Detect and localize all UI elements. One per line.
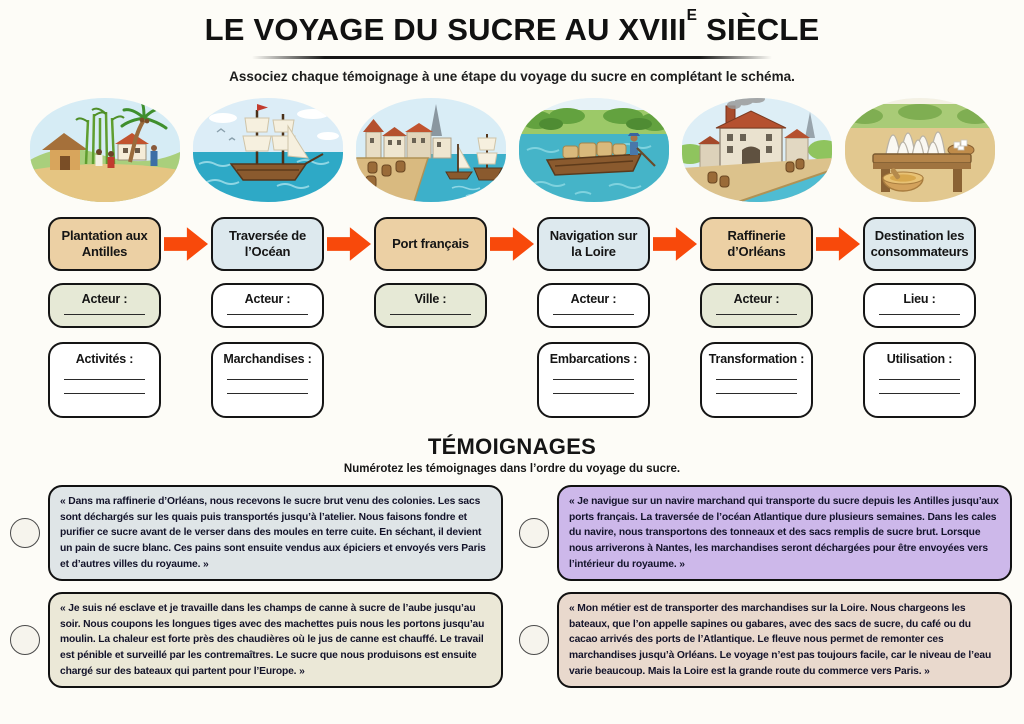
field-transformation-raffinerie[interactable]: Transformation : <box>700 342 813 418</box>
temoignage-text: « Dans ma raffinerie d’Orléans, nous rec… <box>60 496 486 570</box>
temoignage-card-raffineur: « Dans ma raffinerie d’Orléans, nous rec… <box>48 485 503 582</box>
stage-label: Traversée de l’Océan <box>228 227 307 259</box>
write-line[interactable] <box>553 393 634 394</box>
field-label: Transformation : <box>708 352 805 366</box>
temoignage-card-marin: « Je navigue sur un navire marchand qui … <box>557 485 1012 582</box>
stage-box-plantation: Plantation aux Antilles <box>48 217 161 271</box>
write-line[interactable] <box>64 379 145 380</box>
flow-arrow-icon <box>164 227 208 261</box>
field-marchandises-traversee[interactable]: Marchandises : <box>211 342 324 418</box>
answer-circle-4[interactable] <box>519 625 549 656</box>
french-port-illustration <box>355 98 506 202</box>
flow-arrow-icon <box>816 227 860 261</box>
write-line[interactable] <box>716 314 797 315</box>
stage-label: Port français <box>392 235 469 251</box>
write-line[interactable] <box>553 314 634 315</box>
temoignages-grid: « Dans ma raffinerie d’Orléans, nous rec… <box>0 485 1024 689</box>
ocean-ship-illustration <box>192 98 343 202</box>
stage-box-port: Port français <box>374 217 487 271</box>
stage-box-loire: Navigation sur la Loire <box>537 217 650 271</box>
stage-box-raffinerie: Raffinerie d’Orléans <box>700 217 813 271</box>
field-acteur-plantation[interactable]: Acteur : <box>48 283 161 328</box>
write-line[interactable] <box>64 393 145 394</box>
title-superscript: E <box>686 7 698 25</box>
sugar-loaves-illustration <box>844 98 995 202</box>
field-acteur-traversee[interactable]: Acteur : <box>211 283 324 328</box>
field-label: Ville : <box>414 292 447 306</box>
write-line[interactable] <box>64 314 145 315</box>
write-line[interactable] <box>879 393 960 394</box>
field-lieu-destination[interactable]: Lieu : <box>863 283 976 328</box>
write-line[interactable] <box>227 379 308 380</box>
temoignages-heading: TÉMOIGNAGES <box>427 434 597 459</box>
temoignage-text: « Je suis né esclave et je travaille dan… <box>60 603 485 677</box>
temoignage-item-4: « Mon métier est de transporter des marc… <box>519 592 1012 689</box>
write-line[interactable] <box>716 379 797 380</box>
stage-box-destination: Destination les consommateurs <box>863 217 976 271</box>
field-label: Acteur : <box>733 292 780 306</box>
temoignage-text: « Je navigue sur un navire marchand qui … <box>569 496 999 570</box>
field-acteur-raffinerie[interactable]: Acteur : <box>700 283 813 328</box>
temoignages-section: TÉMOIGNAGES Numérotez les témoignages da… <box>0 434 1024 689</box>
title-main: LE VOYAGE DU SUCRE AU XVIII <box>204 12 687 47</box>
answer-circle-2[interactable] <box>519 518 549 549</box>
temoignage-card-esclave: « Je suis né esclave et je travaille dan… <box>48 592 503 689</box>
field-activites-plantation[interactable]: Activités : <box>48 342 161 418</box>
temoignage-item-3: « Je suis né esclave et je travaille dan… <box>10 592 503 689</box>
fields-row-1: Acteur : Acteur : Ville : Acteur : Acteu… <box>0 283 1024 328</box>
write-line[interactable] <box>553 379 634 380</box>
loire-barge-illustration <box>518 98 669 202</box>
answer-circle-1[interactable] <box>10 518 40 549</box>
write-line[interactable] <box>716 393 797 394</box>
stage-label: Destination les consommateurs <box>870 227 969 259</box>
field-label: Acteur : <box>244 292 291 306</box>
write-line[interactable] <box>227 314 308 315</box>
temoignages-instruction: Numérotez les témoignages dans l’ordre d… <box>343 463 681 475</box>
write-line[interactable] <box>390 314 471 315</box>
stage-box-traversee: Traversée de l’Océan <box>211 217 324 271</box>
temoignage-item-2: « Je navigue sur un navire marchand qui … <box>519 485 1012 582</box>
field-ville-port[interactable]: Ville : <box>374 283 487 328</box>
stages-row: Plantation aux Antilles Traversée de l’O… <box>0 217 1024 271</box>
illustrations-row <box>0 97 1024 203</box>
field-label: Marchandises : <box>223 352 312 366</box>
write-line[interactable] <box>227 393 308 394</box>
field-label: Acteur : <box>570 292 617 306</box>
refinery-illustration <box>681 98 832 202</box>
temoignage-item-1: « Dans ma raffinerie d’Orléans, nous rec… <box>10 485 503 582</box>
temoignage-text: « Mon métier est de transporter des marc… <box>569 603 992 677</box>
field-label: Activités : <box>75 352 134 366</box>
write-line[interactable] <box>879 379 960 380</box>
header: LE VOYAGE DU SUCRE AU XVIIIE SIÈCLE Assoc… <box>0 0 1024 84</box>
main-instruction: Associez chaque témoignage à une étape d… <box>229 69 795 84</box>
title-tail: SIÈCLE <box>706 12 820 47</box>
stage-label: Raffinerie d’Orléans <box>727 227 786 259</box>
answer-circle-3[interactable] <box>10 625 40 656</box>
page-title: LE VOYAGE DU SUCRE AU XVIIIE SIÈCLE <box>0 7 1024 48</box>
field-label: Acteur : <box>81 292 128 306</box>
field-label: Utilisation : <box>886 352 953 366</box>
fields-row-2: Activités : Marchandises : Embarcations … <box>0 342 1024 418</box>
flow-arrow-icon <box>653 227 697 261</box>
flow-arrow-icon <box>327 227 371 261</box>
plantation-illustration <box>29 98 180 202</box>
field-label: Embarcations : <box>549 352 638 366</box>
write-line[interactable] <box>879 314 960 315</box>
field-acteur-loire[interactable]: Acteur : <box>537 283 650 328</box>
flow-arrow-icon <box>490 227 534 261</box>
temoignage-card-marinier: « Mon métier est de transporter des marc… <box>557 592 1012 689</box>
stage-label: Plantation aux Antilles <box>61 227 148 259</box>
title-divider <box>252 56 772 59</box>
field-embarcations-loire[interactable]: Embarcations : <box>537 342 650 418</box>
field-label: Lieu : <box>903 292 936 306</box>
field-utilisation-destination[interactable]: Utilisation : <box>863 342 976 418</box>
stage-label: Navigation sur la Loire <box>549 227 638 259</box>
